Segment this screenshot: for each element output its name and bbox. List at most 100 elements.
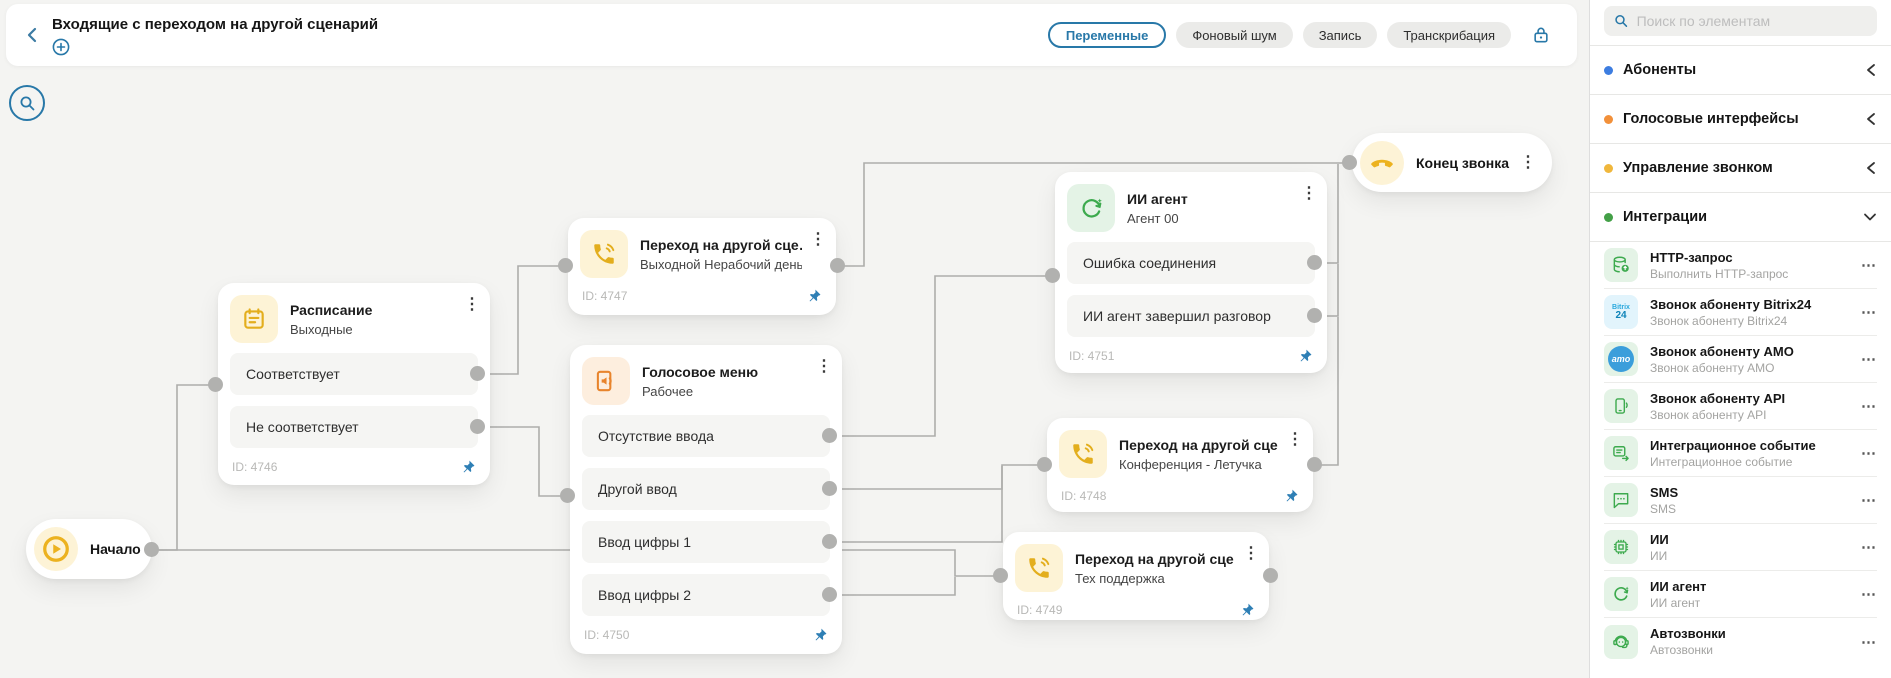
port-transition-weekend-out[interactable]	[830, 258, 845, 273]
more-options-button[interactable]: ⋯	[1861, 257, 1877, 274]
branch-row[interactable]: Не соответствует	[230, 406, 478, 448]
element-item-integration-event[interactable]: Интеграционное событие Интеграционное со…	[1604, 430, 1877, 477]
pin-button[interactable]	[1284, 488, 1299, 503]
element-subtitle: Звонок абоненту Bitrix24	[1650, 313, 1788, 328]
lock-button[interactable]	[1531, 25, 1551, 45]
port-transition-weekend-in[interactable]	[558, 258, 573, 273]
more-options-button[interactable]: ⋯	[1861, 539, 1877, 556]
chevron-left-icon[interactable]	[1865, 161, 1877, 175]
pin-button[interactable]	[1240, 602, 1255, 617]
more-options-button[interactable]: ⋯	[1861, 586, 1877, 603]
port-end-in[interactable]	[1342, 155, 1357, 170]
pin-icon	[463, 460, 475, 473]
port-voice-menu-in[interactable]	[560, 488, 575, 503]
port-transition-support-out[interactable]	[1263, 568, 1278, 583]
sidebar-section-call-control[interactable]: Управление звонком	[1604, 144, 1877, 192]
node-menu-button[interactable]: ⋮	[810, 231, 826, 248]
more-options-button[interactable]: ⋯	[1861, 351, 1877, 368]
element-item-amo-call[interactable]: amo Звонок абоненту AMO Звонок абоненту …	[1604, 336, 1877, 383]
flow-canvas[interactable]: Входящие с переходом на другой сценарий …	[0, 0, 1589, 678]
port-voice-row4-out[interactable]	[822, 587, 837, 602]
port-start-out[interactable]	[144, 542, 159, 557]
port-voice-row2-out[interactable]	[822, 481, 837, 496]
more-options-button[interactable]: ⋯	[1861, 492, 1877, 509]
node-transition-conference[interactable]: Переход на другой сце… Конференция - Лет…	[1047, 418, 1313, 512]
node-menu-button[interactable]: ⋮	[1520, 153, 1536, 171]
node-header: Переход на другой сце… Выходной Нерабочи…	[568, 218, 836, 288]
branch-row[interactable]: Ввод цифры 1	[582, 521, 830, 563]
more-options-button[interactable]: ⋯	[1861, 398, 1877, 415]
element-item-http-request[interactable]: HTTP-запрос Выполнить HTTP-запрос ⋯	[1604, 242, 1877, 289]
element-title: Автозвонки	[1650, 626, 1726, 641]
node-menu-button[interactable]: ⋮	[1301, 185, 1317, 202]
port-ai-agent-in[interactable]	[1045, 268, 1060, 283]
element-subtitle: Автозвонки	[1650, 643, 1714, 657]
branch-row[interactable]: Отсутствие ввода	[582, 415, 830, 457]
canvas-search-button[interactable]	[9, 85, 45, 121]
port-voice-row3-out[interactable]	[822, 534, 837, 549]
pin-button[interactable]	[813, 627, 828, 642]
element-item-ai[interactable]: ИИ ИИ ⋯	[1604, 524, 1877, 571]
more-options-button[interactable]: ⋯	[1861, 304, 1877, 321]
node-voice-menu[interactable]: Голосовое меню Рабочее ⋮ Отсутствие ввод…	[570, 345, 842, 654]
port-voice-row1-out[interactable]	[822, 428, 837, 443]
node-transition-support[interactable]: Переход на другой сце… Тех поддержка ⋮ I…	[1003, 532, 1269, 620]
voice-menu-icon	[582, 357, 630, 405]
branch-row[interactable]: Ошибка соединения	[1067, 242, 1315, 284]
pin-button[interactable]	[807, 288, 822, 303]
port-ai-finished-out[interactable]	[1307, 308, 1322, 323]
sidebar-section-subscribers[interactable]: Абоненты	[1604, 46, 1877, 94]
pin-button[interactable]	[1298, 348, 1313, 363]
port-transition-support-in[interactable]	[993, 568, 1008, 583]
branch-row[interactable]: Соответствует	[230, 353, 478, 395]
node-menu-button[interactable]: ⋮	[464, 296, 480, 313]
branch-row[interactable]: Другой ввод	[582, 468, 830, 510]
background-noise-button[interactable]: Фоновый шум	[1176, 22, 1293, 48]
back-button[interactable]	[20, 22, 46, 48]
search-input[interactable]	[1636, 13, 1867, 29]
category-dot	[1604, 65, 1613, 75]
node-schedule[interactable]: Расписание Выходные ⋮ Соответствует Не с…	[218, 283, 490, 485]
node-transition-weekend[interactable]: Переход на другой сце… Выходной Нерабочи…	[568, 218, 836, 315]
element-item-ai-agent[interactable]: ИИ агент ИИ агент ⋯	[1604, 571, 1877, 618]
node-ai-agent[interactable]: ИИ агент Агент 00 ⋮ Ошибка соединения ИИ…	[1055, 172, 1327, 373]
recording-button[interactable]: Запись	[1302, 22, 1378, 48]
more-options-button[interactable]: ⋯	[1861, 633, 1877, 651]
port-schedule-in[interactable]	[208, 377, 223, 392]
title-block: Входящие с переходом на другой сценарий	[52, 14, 378, 56]
node-id: ID: 4750	[584, 627, 630, 642]
port-transition-conference-out[interactable]	[1307, 457, 1322, 472]
branch-row[interactable]: ИИ агент завершил разговор	[1067, 295, 1315, 337]
node-menu-button[interactable]: ⋮	[816, 358, 832, 375]
header-actions: Переменные Фоновый шум Запись Транскриба…	[1047, 22, 1551, 48]
port-ai-error-out[interactable]	[1307, 255, 1322, 270]
branch-row[interactable]: Ввод цифры 2	[582, 574, 830, 616]
transcription-button[interactable]: Транскрибация	[1387, 22, 1511, 48]
more-options-button[interactable]: ⋯	[1861, 445, 1877, 462]
section-label: Интеграции	[1623, 209, 1708, 225]
element-item-api-call[interactable]: Звонок абоненту API Звонок абоненту API …	[1604, 383, 1877, 430]
port-schedule-nomatch-out[interactable]	[470, 419, 485, 434]
sidebar-section-integrations[interactable]: Интеграции	[1604, 193, 1877, 241]
node-menu-button[interactable]: ⋮	[1287, 431, 1303, 448]
port-transition-conference-in[interactable]	[1037, 457, 1052, 472]
sidebar-section-voice-interfaces[interactable]: Голосовые интерфейсы	[1604, 95, 1877, 143]
sidebar-search[interactable]	[1604, 6, 1877, 36]
node-start[interactable]: Начало	[26, 519, 152, 579]
node-end[interactable]: Конец звонка ⋮	[1352, 133, 1552, 192]
variables-button[interactable]: Переменные	[1047, 22, 1167, 48]
port-schedule-match-out[interactable]	[470, 366, 485, 381]
element-title: HTTP-запрос	[1650, 249, 1733, 265]
chevron-left-icon[interactable]	[1865, 112, 1877, 126]
node-menu-button[interactable]: ⋮	[1243, 545, 1259, 562]
element-item-sms[interactable]: SMS SMS ⋯	[1604, 477, 1877, 524]
category-dot	[1604, 114, 1613, 124]
amo-logo: amo	[1608, 346, 1634, 372]
chevron-down-icon[interactable]	[1863, 211, 1877, 223]
element-item-autocalls[interactable]: Автозвонки Автозвонки ⋯	[1604, 618, 1877, 665]
pin-button[interactable]	[461, 459, 476, 474]
element-item-bitrix24-call[interactable]: Bitrix 24 Звонок абоненту Bitrix24 Звоно…	[1604, 289, 1877, 336]
add-element-button[interactable]	[52, 38, 70, 56]
chevron-left-icon[interactable]	[1865, 63, 1877, 77]
